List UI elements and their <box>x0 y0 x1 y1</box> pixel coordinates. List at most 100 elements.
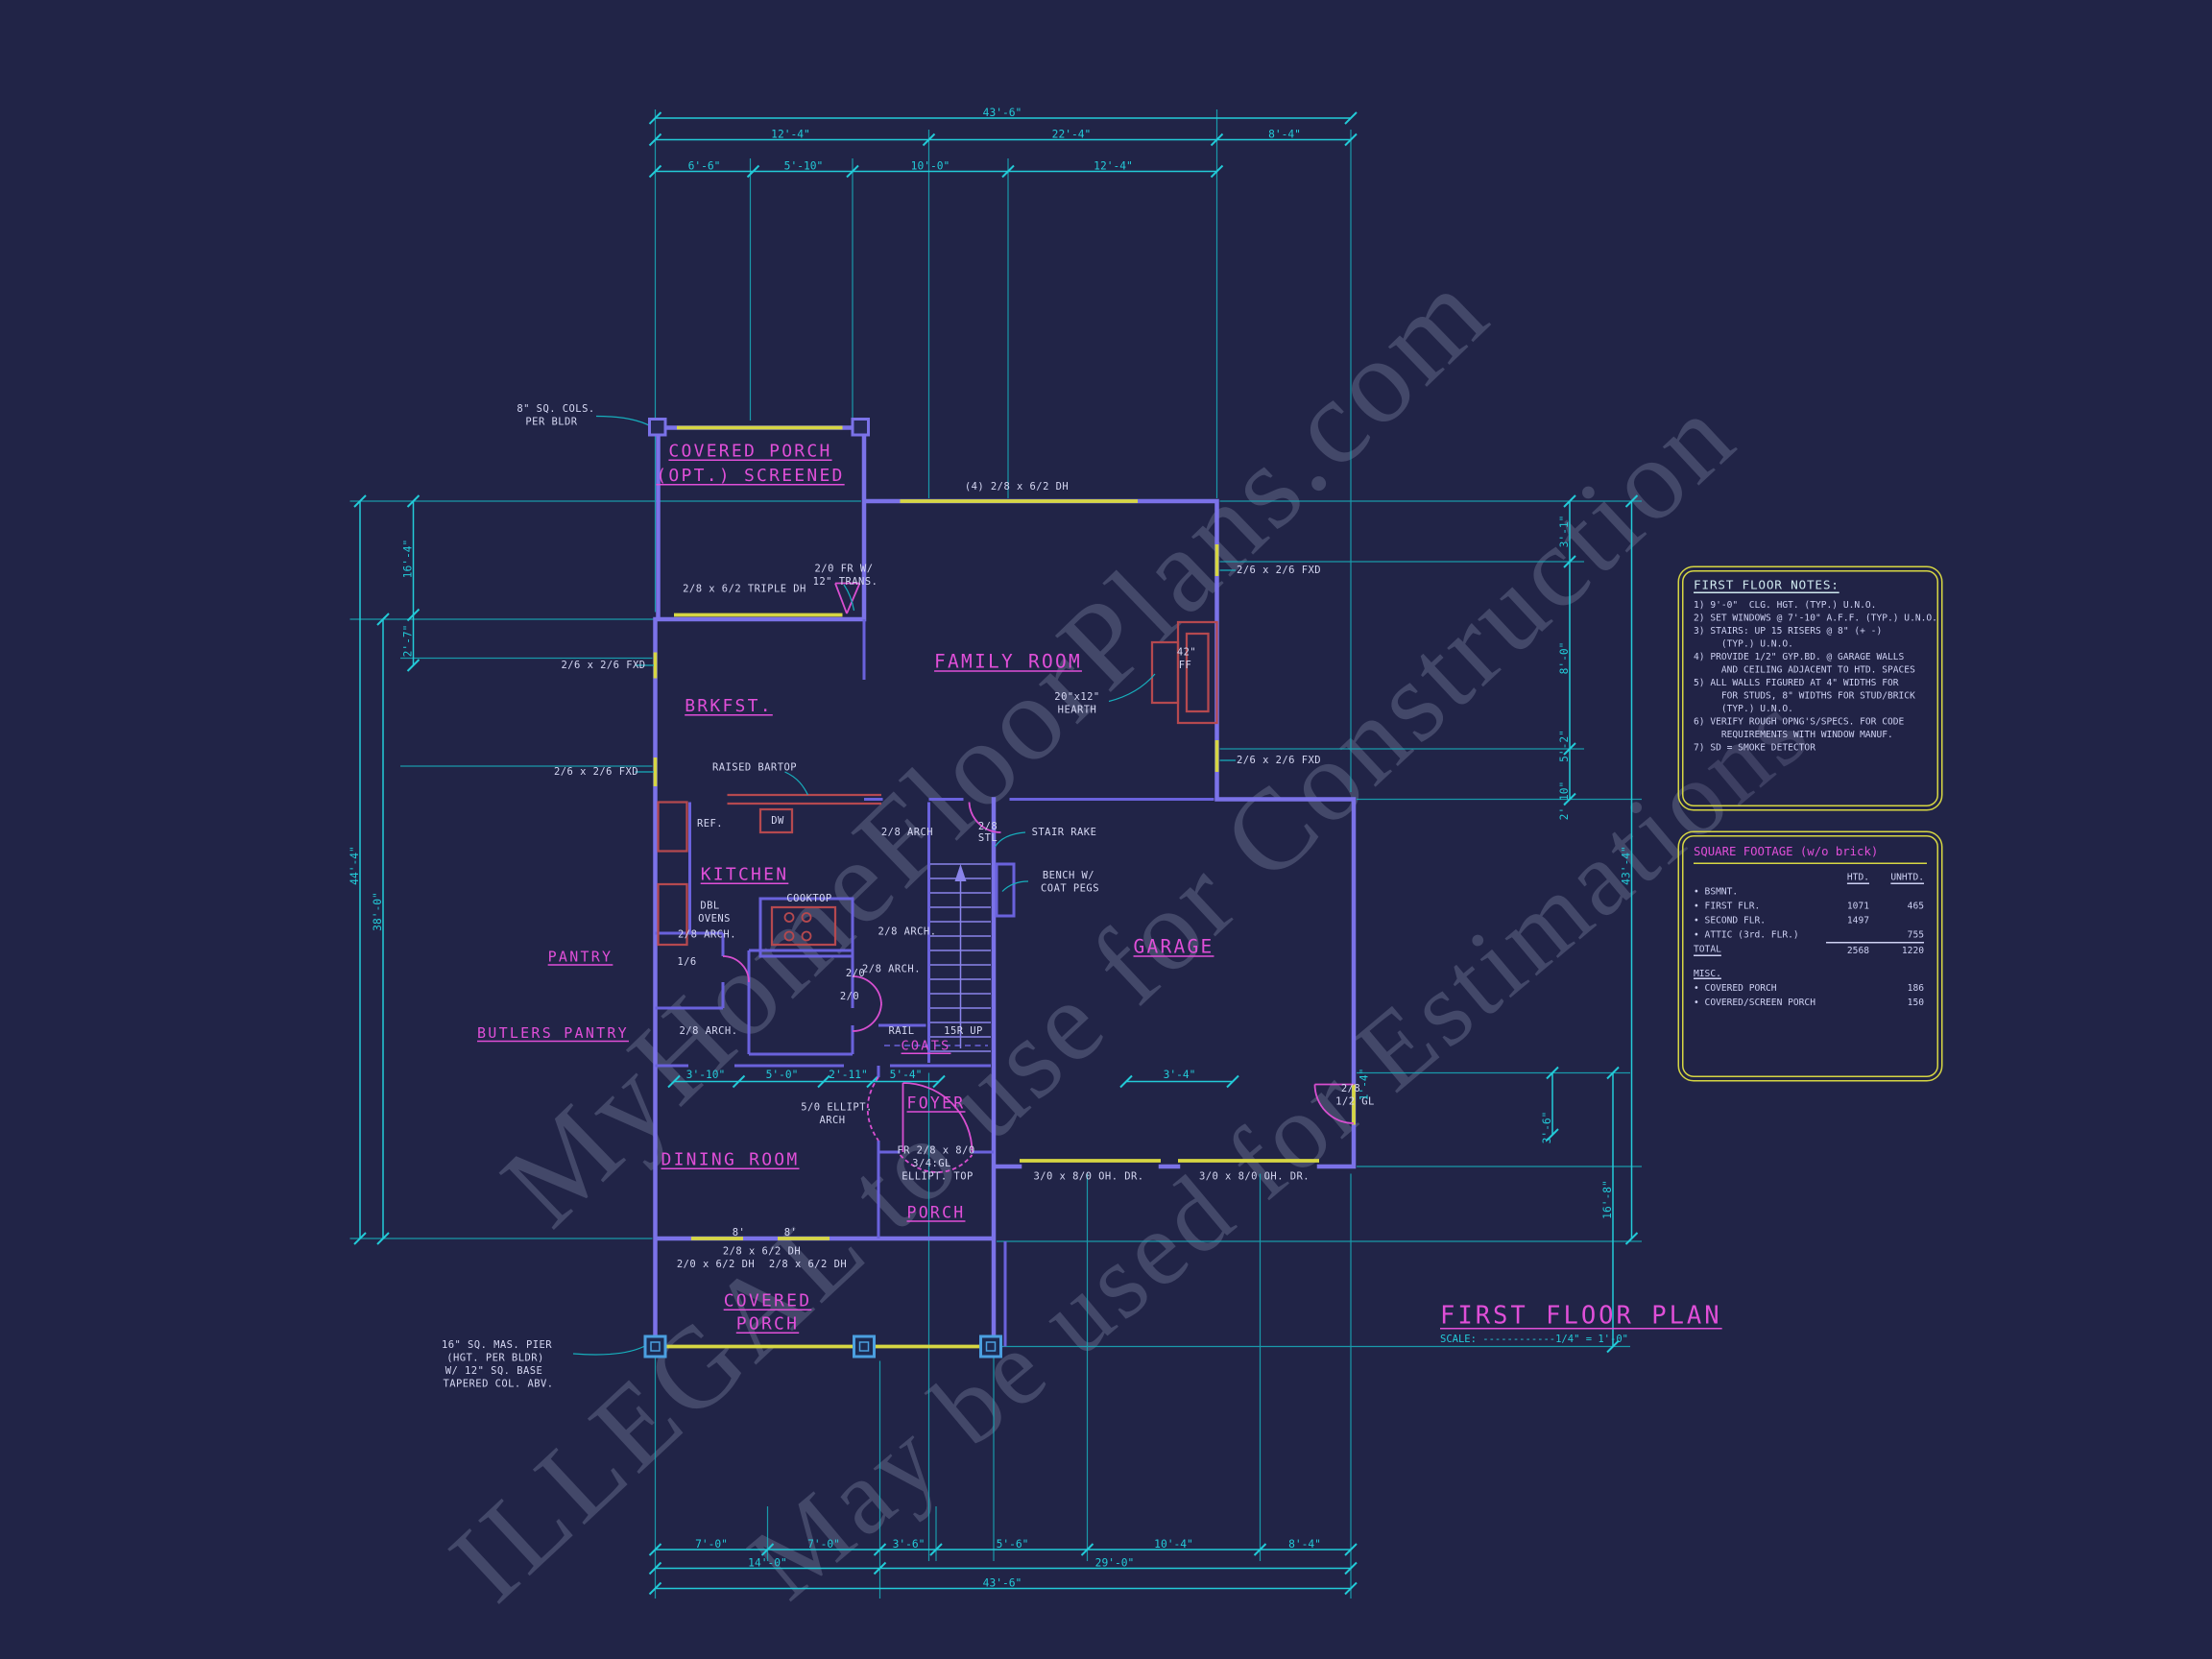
annotation: 2/8 ARCH. <box>678 928 736 941</box>
dimension-label: 14'-0" <box>748 1555 787 1570</box>
sqft-total-unhtd: 1220 <box>1869 942 1924 958</box>
dimension-label: 3'-6" <box>1540 1111 1553 1144</box>
annotation: 1/2 GL <box>1335 1095 1375 1108</box>
note-line: 3) STAIRS: UP 15 RISERS @ 8" (+ -) <box>1694 625 1883 637</box>
annotation: 8' <box>732 1227 746 1238</box>
note-line: FOR STUDS, 8" WIDTHS FOR STUD/BRICK <box>1694 689 1915 702</box>
sqft-row: • BSMNT. <box>1694 885 1739 898</box>
sqft-total-htd: 2568 <box>1826 942 1869 958</box>
dishwasher <box>758 807 794 834</box>
annotation: 8" SQ. COLS. <box>517 403 595 415</box>
annotation: (4) 2/8 x 6/2 DH <box>964 481 1070 493</box>
dimension-label: 38'-0" <box>371 892 384 931</box>
note-line: 6) VERIFY ROUGH OPNG'S/SPECS. FOR CODE <box>1694 715 1905 728</box>
annotation: 2/6 x 2/6 FXD <box>553 766 639 778</box>
dimension-label: 5'-4" <box>889 1068 923 1081</box>
notes-title: FIRST FLOOR NOTES: <box>1694 579 1839 593</box>
dimension-label: 43'-6" <box>982 1575 1022 1590</box>
annotation: TAPERED COL. ABV. <box>443 1378 554 1390</box>
room-label: BUTLERS PANTRY <box>477 1025 629 1043</box>
note-line: 4) PROVIDE 1/2" GYP.BD. @ GARAGE WALLS <box>1694 651 1905 662</box>
annotation: 2/8 ARCH. <box>862 963 921 975</box>
dimension-label: 2'-10" <box>1557 781 1571 821</box>
dimension-label: 5'-6" <box>996 1537 1029 1551</box>
sqft-total-row: TOTAL 2568 1220 <box>1694 942 1927 958</box>
annotation: 5/0 ELLIPT. <box>801 1101 873 1114</box>
room-label: PORCH <box>906 1203 966 1222</box>
drawing-title: FIRST FLOOR PLAN <box>1440 1302 1722 1331</box>
dimension-label: 3'-10" <box>685 1068 726 1081</box>
drawing-scale: SCALE: ------------1/4" = 1'-0" <box>1440 1334 1628 1345</box>
note-line: (TYP.) U.N.O. <box>1694 703 1793 714</box>
annotation: 2/0 FR W/ <box>814 563 874 575</box>
note-line: 1) 9'-0" CLG. HGT. (TYP.) U.N.O. <box>1694 599 1877 611</box>
room-label: PORCH <box>735 1313 800 1334</box>
room-label: COATS <box>901 1040 951 1054</box>
sqft-total-label: TOTAL <box>1694 943 1721 955</box>
annotation: W/ 12" SQ. BASE <box>445 1365 543 1377</box>
annotation: HEARTH <box>1057 704 1097 716</box>
dimension-label: 2'-11" <box>829 1068 868 1081</box>
dimension-label: 1'-4" <box>1357 1068 1371 1101</box>
dimension-label: 5'-0" <box>765 1068 799 1081</box>
annotation: 2/8 x 6/2 DH <box>768 1259 848 1270</box>
annotation: 2/0 <box>839 991 860 1002</box>
annotation: 2/8 ARCH. <box>878 926 937 938</box>
note-line: 7) SD = SMOKE DETECTOR <box>1694 741 1815 754</box>
dimension-label: 2'-7" <box>400 624 415 658</box>
annotation: (HGT. PER BLDR) <box>446 1352 544 1364</box>
annotation: 2/8 <box>1340 1083 1361 1094</box>
room-label: DINING ROOM <box>661 1149 800 1169</box>
leader-lines <box>572 415 1236 1356</box>
annotation: STL <box>977 832 998 844</box>
hearth <box>1150 640 1180 705</box>
annotation: RAISED BARTOP <box>711 761 798 774</box>
annotation: 3/0 x 8/0 OH. DR. <box>1033 1170 1144 1183</box>
elliptical-arches <box>866 1076 974 1173</box>
sqft-title: SQUARE FOOTAGE (w/o brick) <box>1694 844 1927 864</box>
annotation: 2/8 x 6/2 TRIPLE DH <box>683 583 806 595</box>
dimension-label: 22'-4" <box>1051 127 1092 141</box>
dimension-label: 29'-0" <box>1094 1555 1135 1570</box>
annotation: 15R UP <box>944 1025 983 1037</box>
sqft-misc-label: MISC. <box>1694 968 1721 979</box>
annotation: 2/6 x 2/6 FXD <box>561 660 646 671</box>
dimension-label: 7'-0" <box>695 1537 728 1551</box>
annotation: 16" SQ. MAS. PIER <box>441 1339 553 1351</box>
annotation: 2/6 x 2/6 FXD <box>1236 565 1322 576</box>
extension-lines <box>349 109 1642 1599</box>
dimension-label: 3'-6" <box>892 1537 926 1551</box>
square-footage-box: SQUARE FOOTAGE (w/o brick) HTD. UNHTD. •… <box>1676 830 1944 1083</box>
double-ovens <box>657 882 688 947</box>
annotation: STAIR RAKE <box>1031 827 1097 838</box>
annotation: ELLIPT. TOP <box>902 1170 974 1183</box>
stair-treads <box>930 863 991 1052</box>
room-label: (OPT.) SCREENED <box>656 465 845 486</box>
dimension-label: 43'-4" <box>1619 846 1633 885</box>
dimension-label: 3'-1" <box>1557 515 1571 548</box>
annotation: DW <box>771 815 784 827</box>
note-line: AND CEILING ADJACENT TO HTD. SPACES <box>1694 663 1915 676</box>
dimension-label: 12'-4" <box>771 127 810 141</box>
notes-list: 1) 9'-0" CLG. HGT. (TYP.) U.N.O.2) SET W… <box>1694 599 1937 755</box>
room-label: PANTRY <box>547 950 613 966</box>
dimension-label: 43'-6" <box>982 106 1022 119</box>
annotation: OVENS <box>698 913 731 925</box>
annotation: ARCH <box>819 1115 846 1126</box>
room-label: GARAGE <box>1133 936 1214 959</box>
sqft-col-htd: HTD. <box>1846 871 1869 883</box>
cooktop <box>770 905 837 947</box>
dimension-label: 16'-4" <box>400 539 415 579</box>
room-label: BRKFST. <box>685 695 773 716</box>
dimension-label: 5'-10" <box>783 158 824 173</box>
dimension-lines <box>359 117 1633 1590</box>
note-line: 5) ALL WALLS FIGURED AT 4" WIDTHS FOR <box>1694 677 1899 688</box>
annotation: DBL <box>700 900 720 912</box>
dimension-label: 16'-8" <box>1600 1180 1614 1219</box>
refrigerator <box>657 801 688 853</box>
windows-and-headers <box>653 425 1356 1349</box>
